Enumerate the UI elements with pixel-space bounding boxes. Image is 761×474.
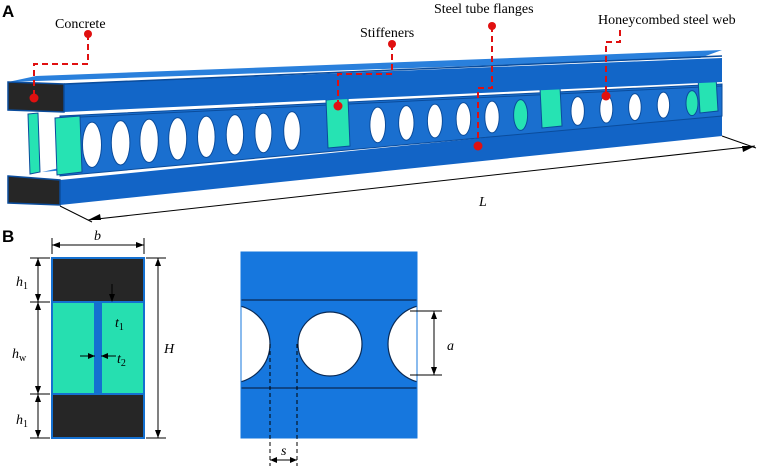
panel-label-b: B: [2, 227, 14, 246]
web-opening: [168, 117, 188, 161]
web-opening: [369, 106, 387, 144]
web-opening: [685, 90, 699, 117]
stiffener-1: [54, 115, 83, 176]
b-label: b: [94, 229, 101, 244]
callout-web: Honeycombed steel web: [598, 13, 736, 28]
web-top-edge: [59, 85, 723, 119]
callout-stiffeners: Stiffeners: [360, 26, 414, 41]
stiffener-end: [27, 112, 41, 175]
section-concrete-top: [51, 257, 145, 303]
t1-label: t1: [115, 316, 124, 333]
H-dim-lines: [146, 257, 166, 439]
a-label: a: [447, 339, 454, 354]
hw-label: hw: [12, 347, 27, 364]
web-opening: [139, 118, 159, 164]
web-detail: [241, 252, 417, 438]
length-arrow-left: [88, 214, 101, 220]
length-extension-left: [59, 205, 93, 223]
stiffener-3: [539, 86, 563, 129]
s-arrow-left: [270, 457, 277, 463]
web-opening: [656, 91, 671, 119]
section-web-right: [100, 301, 145, 395]
t2-label: t2: [117, 352, 126, 369]
h1-bottom-label: h1: [16, 413, 28, 430]
web-opening: [225, 114, 245, 156]
h1-top-label: h1: [16, 275, 28, 292]
b-arrow-left: [52, 242, 60, 248]
length-label: L: [478, 195, 487, 210]
web-detail-frame: [240, 251, 418, 439]
H-arrow-bottom: [155, 430, 161, 438]
t2-arrow-left: [88, 353, 95, 359]
a-dim-lines: [410, 310, 442, 376]
web-opening: [484, 100, 500, 134]
section-web-plate: [95, 302, 101, 394]
top-flange-front-face: [64, 58, 722, 112]
section-web-left: [51, 301, 96, 395]
callout-flanges: Steel tube flanges: [434, 2, 534, 17]
t1-arrow: [109, 294, 115, 302]
a-arrow-bottom: [431, 367, 437, 375]
web-opening: [197, 115, 216, 159]
section-concrete-bottom: [51, 393, 145, 439]
web-opening: [283, 111, 301, 151]
bottom-flange-front-face: [60, 114, 722, 205]
web-opening: [254, 112, 273, 154]
web-opening: [513, 99, 529, 131]
callout-dots: [29, 22, 611, 151]
t2-arrow-right: [101, 353, 108, 359]
length-extension-right: [721, 135, 757, 149]
s-arrow-right: [290, 457, 297, 463]
H-arrow-top: [155, 258, 161, 266]
callout-leaders: [33, 26, 621, 146]
a-arrow-top: [431, 311, 437, 319]
length-dimension-line: [87, 145, 756, 221]
web-opening: [628, 93, 642, 122]
b-arrow-right: [136, 242, 144, 248]
callout-concrete: Concrete: [55, 17, 106, 32]
s-dashed-lines: [269, 344, 298, 466]
web-opening: [398, 105, 415, 141]
H-label: H: [163, 342, 175, 357]
s-label: s: [281, 444, 287, 459]
web-opening: [426, 103, 443, 139]
web-opening: [82, 121, 102, 169]
panel-label-a: A: [2, 2, 14, 21]
h-dim-arrows: [35, 258, 41, 438]
bottom-concrete-end: [7, 175, 61, 206]
length-arrow-right: [742, 146, 755, 152]
top-flange-top-face: [8, 50, 722, 82]
web-openings: [82, 90, 699, 169]
h-dim-lines: [30, 257, 50, 439]
web-opening: [455, 102, 472, 136]
web-opening: [110, 120, 131, 166]
web-opening: [570, 96, 585, 126]
